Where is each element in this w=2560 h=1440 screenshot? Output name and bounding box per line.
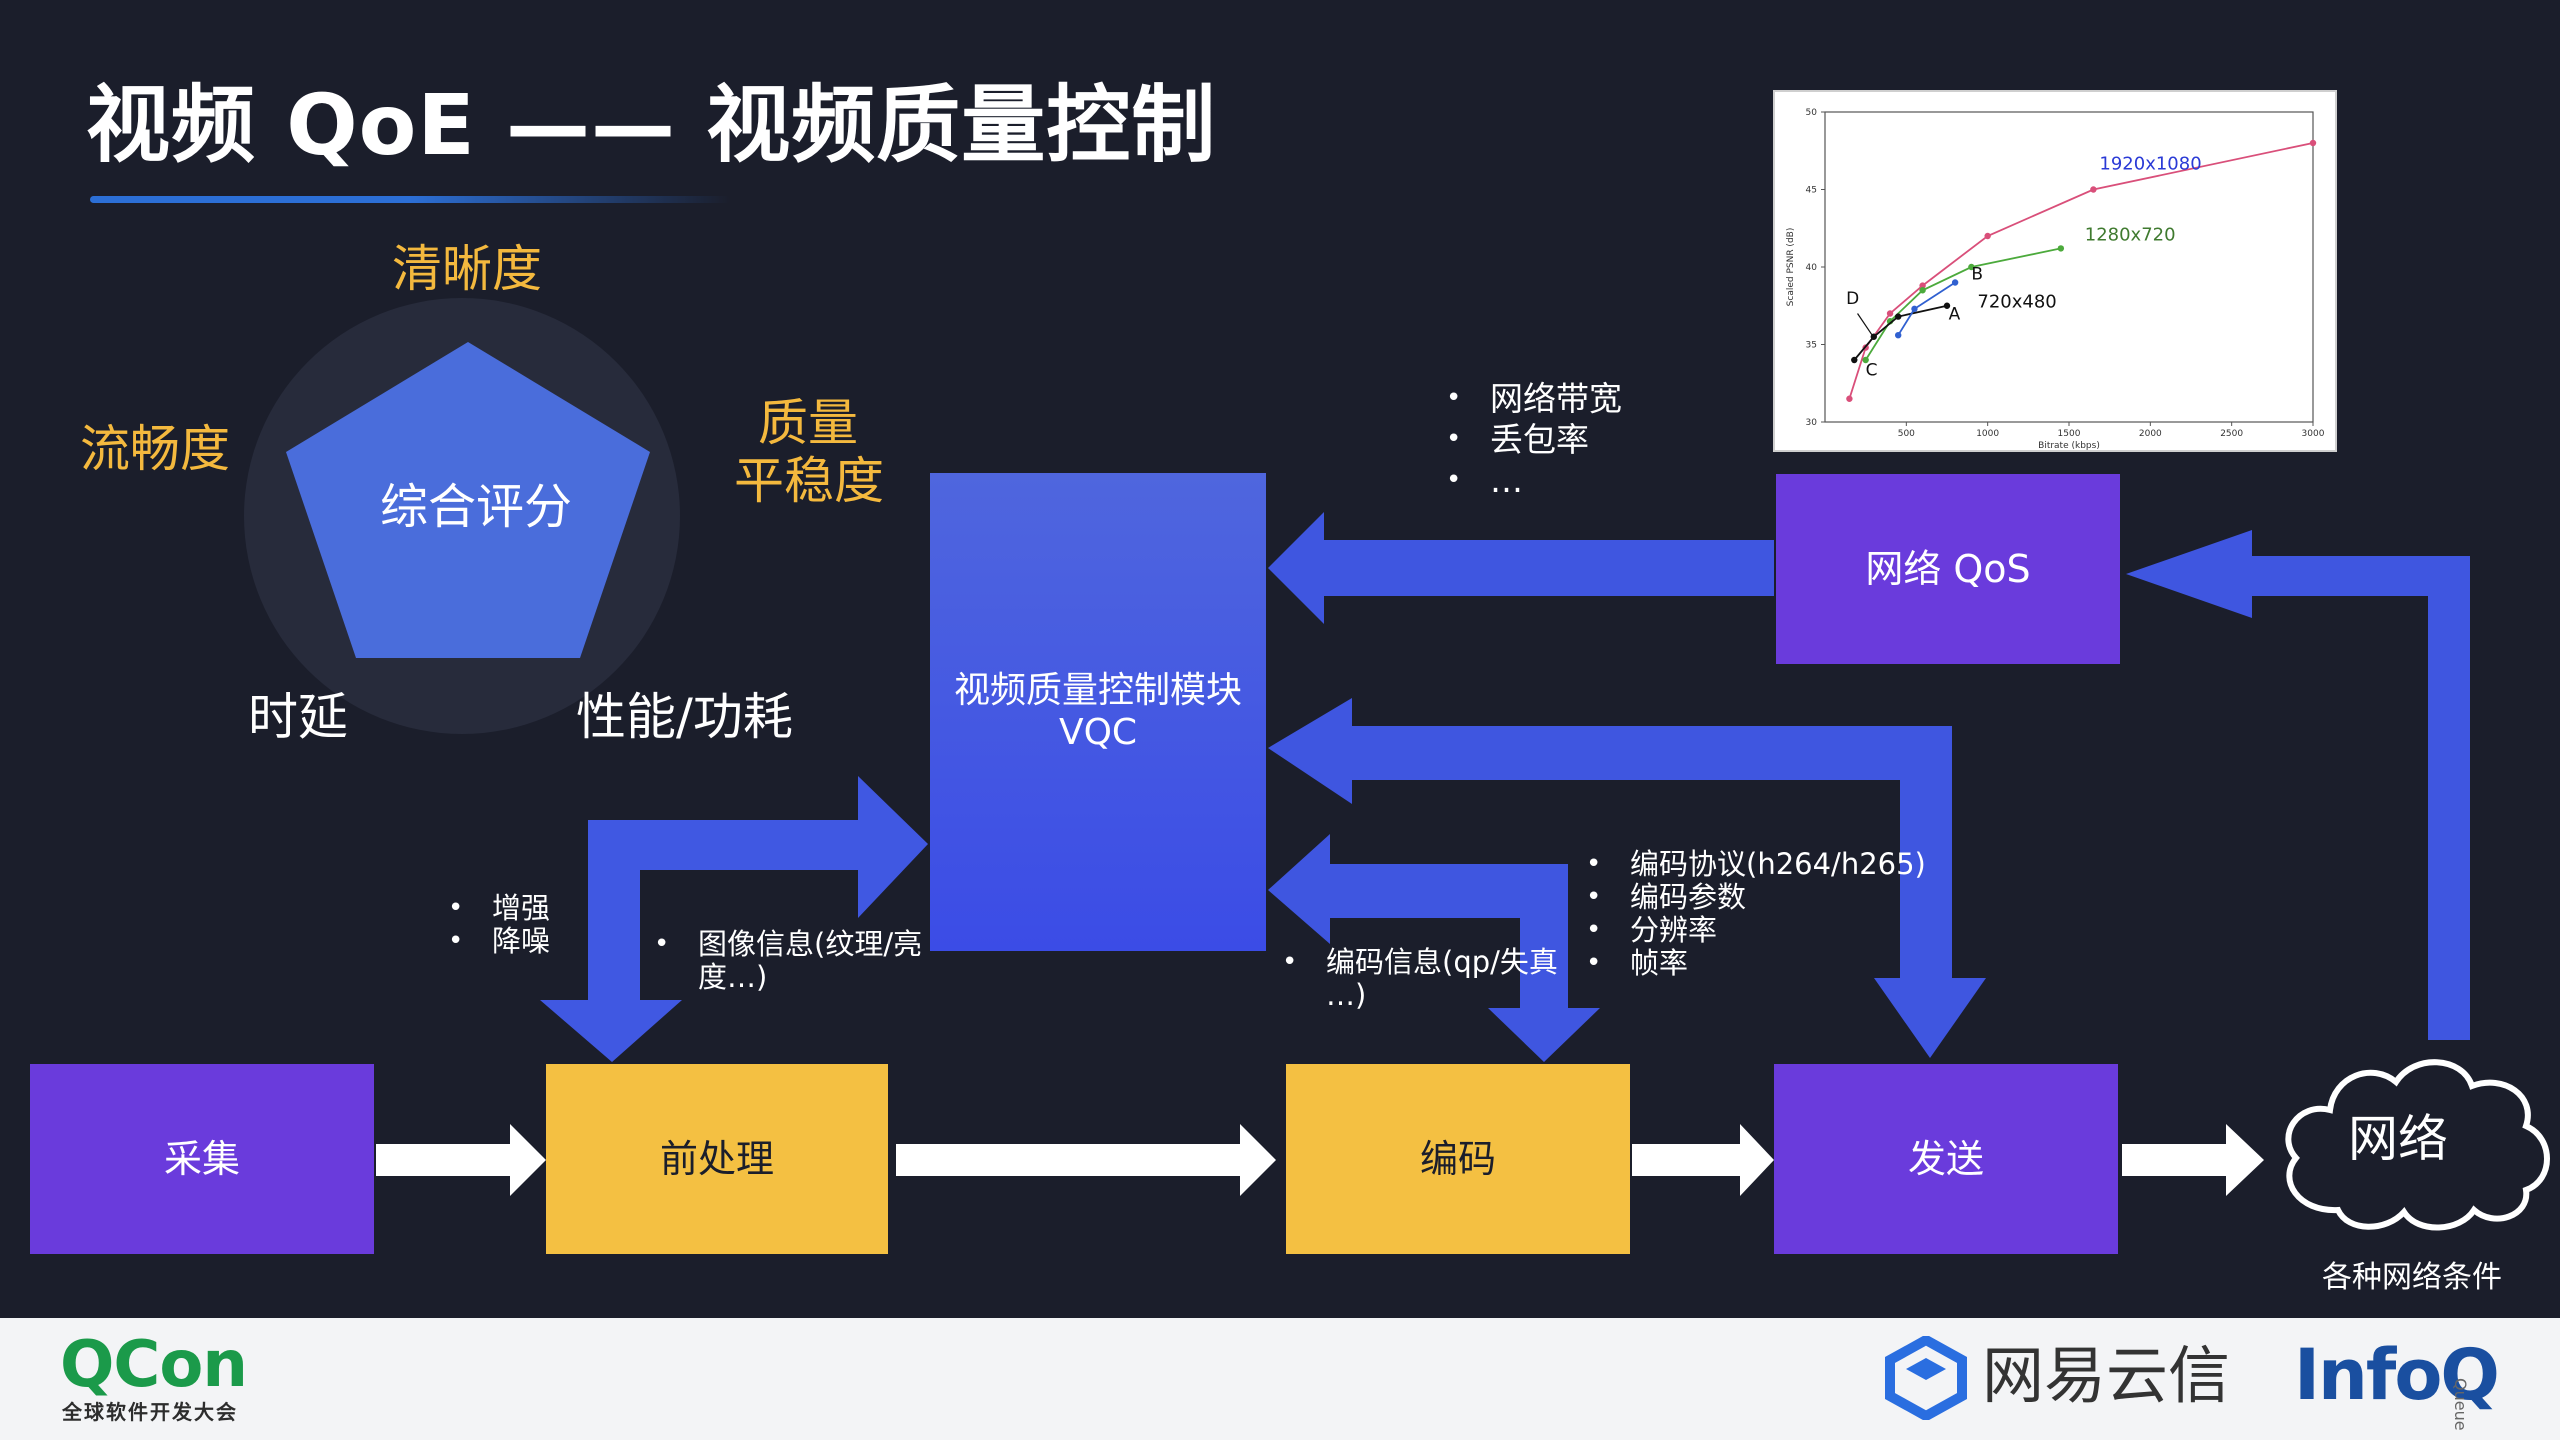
series-point: [1968, 263, 1975, 271]
infoq-logo: InfoQ: [2294, 1334, 2500, 1416]
y-tick-label: 40: [1806, 263, 1818, 273]
encode-params-bullets: 编码协议(h264/h265) 编码参数 分辨率 帧率: [1586, 848, 1926, 981]
series-line: [1853, 304, 1948, 361]
x-tick-label: 500: [1898, 429, 1915, 439]
qoe-fluency-label: 流畅度: [80, 420, 230, 478]
preprocess-box: 前处理: [546, 1064, 888, 1254]
series-point: [1984, 232, 1991, 240]
encode-info-line2: …): [1326, 978, 1367, 1012]
preprocess-bullets: 增强 降噪: [448, 892, 550, 959]
arrow-qos-to-vqc: [1268, 512, 1774, 624]
series-point: [1846, 395, 1853, 402]
qoe-center-label: 综合评分: [380, 479, 573, 535]
encode-info-bullets: 编码信息(qp/失真 …): [1282, 946, 1558, 1012]
qoe-pentagon: [286, 342, 650, 658]
bullet-codec: 编码协议(h264/h265): [1586, 848, 1926, 882]
x-tick-label: 2000: [2139, 429, 2162, 439]
encode-box: 编码: [1286, 1064, 1630, 1254]
series-point: [2090, 186, 2097, 193]
netease-yunxin-icon: [1885, 1336, 1967, 1420]
vqc-title: 视频质量控制模块: [953, 670, 1242, 711]
plot-area: [1824, 111, 2314, 423]
qoe-latency-label: 时延: [248, 688, 348, 746]
infoq-subtitle: Queue: [2451, 1378, 2470, 1431]
bullet-bandwidth: 网络带宽: [1446, 378, 1622, 419]
series-label: 1280x720: [2085, 225, 2176, 246]
bullet-packet-loss: 丢包率: [1446, 419, 1622, 460]
network-caption: 各种网络条件: [2322, 1260, 2502, 1295]
series-point: [1895, 332, 1902, 339]
y-tick-label: 30: [1806, 418, 1818, 428]
bullet-enhance: 增强: [448, 892, 550, 926]
qoe-quality-label: 质量: [758, 394, 858, 452]
series-point: [2309, 139, 2317, 147]
rd-chart-svg: 500 1000 1500 2000 2500 3000 30 35 40 45 50Bitrate…: [1786, 108, 2325, 451]
qcon-logo: QCon: [60, 1328, 248, 1402]
qos-bullets: 网络带宽 丢包率 …: [1446, 378, 1622, 501]
network-qos-box: 网络 QoS: [1776, 474, 2120, 664]
qcon-subtitle: 全球软件开发大会: [62, 1400, 238, 1424]
y-tick-label: 50: [1806, 108, 1818, 118]
image-info-line1: 图像信息(纹理/亮: [698, 927, 923, 961]
qoe-stability-label: 平稳度: [734, 452, 884, 510]
netease-logo-text: 网易云信: [1982, 1339, 2231, 1412]
series-point: [1919, 282, 1926, 289]
series-point: [1919, 287, 1926, 294]
network-label: 网络: [2348, 1110, 2448, 1168]
annotation-label: B: [1971, 264, 1983, 284]
image-info-bullets: 图像信息(纹理/亮 度…): [654, 928, 922, 994]
y-tick-label: 45: [1806, 186, 1817, 196]
bullet-framerate: 帧率: [1586, 947, 1926, 981]
series-point: [1886, 310, 1894, 317]
encode-info-line1: 编码信息(qp/失真: [1326, 945, 1558, 979]
send-box: 发送: [1774, 1064, 2118, 1254]
title-underline: [90, 196, 730, 203]
capture-box: 采集: [30, 1064, 374, 1254]
bullet-encode-params: 编码参数: [1586, 881, 1926, 915]
series-point: [1911, 305, 1918, 313]
page-title: 视频 QoE —— 视频质量控制: [86, 76, 1217, 174]
arrow-vqc-encode: [1268, 834, 1600, 1062]
arrow-send-to-network: [2122, 1124, 2264, 1196]
x-axis-label: Bitrate (kbps): [2038, 441, 2100, 450]
series-point: [1851, 356, 1858, 364]
series-point: [1943, 302, 1951, 309]
series-point: [1951, 279, 1959, 286]
x-tick-label: 1500: [2058, 429, 2081, 439]
y-axis-label: Scaled PSNR (dB): [1786, 228, 1796, 307]
x-tick-label: 1000: [1976, 429, 1999, 439]
bullet-encode-info: 编码信息(qp/失真 …): [1282, 946, 1558, 1012]
footer-bar: [0, 1318, 2560, 1440]
flow-arrows: [376, 512, 2470, 1196]
annotation-label: A: [1949, 305, 1961, 325]
series-point: [2057, 245, 2065, 252]
series-label: 720x480: [1977, 291, 2056, 312]
x-tick-label: 2500: [2220, 429, 2243, 439]
arrow-preprocess-to-encode: [896, 1124, 1276, 1196]
qoe-performance-label: 性能/功耗: [576, 688, 793, 746]
arrow-preprocess-vqc: [540, 776, 928, 1062]
annotation-label: C: [1866, 361, 1878, 381]
series-point: [1895, 313, 1902, 320]
x-tick-label: 3000: [2302, 429, 2325, 439]
arrow-vqc-to-send: [1268, 698, 1986, 1058]
bullet-image-info: 图像信息(纹理/亮 度…): [654, 928, 922, 994]
annotation-pointer: [1857, 313, 1873, 336]
arrow-network-to-qos: [2126, 530, 2470, 1040]
vqc-abbrev: VQC: [1058, 712, 1138, 753]
vqc-module: 视频质量控制模块 VQC: [930, 473, 1266, 951]
bullet-denoise: 降噪: [448, 925, 550, 959]
qoe-clarity-label: 清晰度: [392, 240, 542, 298]
image-info-line2: 度…): [698, 960, 768, 994]
arrow-capture-to-preprocess: [376, 1124, 546, 1196]
arrow-encode-to-send: [1632, 1124, 1774, 1196]
series-point: [1862, 356, 1869, 364]
bullet-resolution: 分辨率: [1586, 914, 1926, 948]
bullet-ellipsis: …: [1446, 460, 1622, 501]
series-label: 1920x1080: [2099, 153, 2201, 174]
y-tick-label: 35: [1806, 341, 1817, 351]
annotation-label: D: [1846, 289, 1859, 309]
network-cloud-icon: [2285, 1059, 2550, 1231]
